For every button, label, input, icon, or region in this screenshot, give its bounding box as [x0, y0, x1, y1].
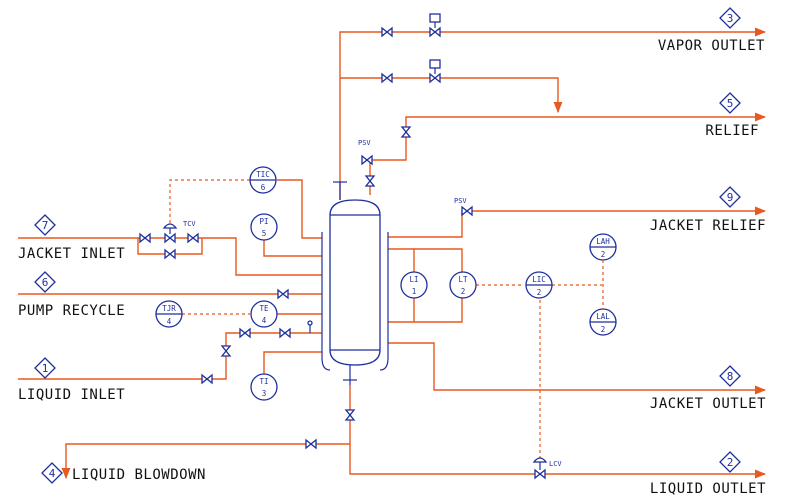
instrument-pi[interactable]: PI 5 [250, 213, 278, 241]
svg-text:1: 1 [412, 287, 417, 296]
valve-branch-2[interactable] [429, 72, 441, 84]
valve-jacket-inlet-2[interactable] [187, 232, 199, 244]
stream-tag-relief: 5 [719, 92, 741, 114]
valve-relief[interactable] [400, 126, 412, 138]
svg-text:6: 6 [42, 276, 49, 289]
label-jacket-inlet: JACKET INLET [18, 246, 125, 262]
psv-top-label: PSV [358, 139, 371, 147]
valve-liquid-inlet-3[interactable] [279, 327, 291, 339]
instrument-lah[interactable]: LAH 2 [589, 233, 617, 261]
stream-tag-jacket-inlet: 7 [34, 214, 56, 236]
valve-liquid-inlet-2[interactable] [239, 327, 251, 339]
svg-text:2: 2 [727, 456, 734, 469]
label-jacket-relief: JACKET RELIEF [650, 218, 766, 234]
svg-text:6: 6 [261, 183, 266, 192]
pi-connection [263, 240, 322, 257]
valve-bypass[interactable] [164, 248, 176, 260]
psv-jacket-label: PSV [454, 197, 467, 205]
stream-tag-jacket-outlet: 8 [719, 365, 741, 387]
svg-text:2: 2 [537, 288, 542, 297]
jacket-relief-pipe [388, 206, 767, 238]
ti-connection [263, 351, 322, 374]
instrument-lic[interactable]: LIC 2 [525, 271, 553, 299]
jacket-inlet-pipe [18, 237, 322, 276]
svg-text:LAL: LAL [596, 312, 610, 321]
valve-vapor-1[interactable] [381, 26, 393, 38]
svg-text:PI: PI [259, 217, 268, 226]
svg-text:4: 4 [49, 467, 56, 480]
instrument-lt[interactable]: LT 2 [449, 271, 477, 299]
label-vapor-outlet: VAPOR OUTLET [658, 38, 765, 54]
label-liquid-outlet: LIQUID OUTLET [650, 481, 766, 497]
svg-text:4: 4 [262, 316, 267, 325]
stream-tag-vapor-outlet: 3 [719, 7, 741, 29]
stream-tag-liquid-outlet: 2 [719, 451, 741, 473]
svg-text:9: 9 [727, 191, 734, 204]
valve-tcv[interactable] [164, 232, 176, 244]
svg-text:2: 2 [461, 287, 466, 296]
valve-blowdown[interactable] [305, 438, 317, 450]
svg-text:2: 2 [601, 250, 606, 259]
svg-text:4: 4 [167, 317, 172, 326]
svg-text:8: 8 [727, 370, 734, 383]
reactor-vessel [321, 181, 389, 385]
tcv-label: TCV [183, 220, 196, 228]
svg-text:TE: TE [259, 304, 269, 313]
instrument-li[interactable]: LI 1 [400, 271, 428, 299]
svg-text:TJR: TJR [162, 304, 176, 313]
svg-text:3: 3 [727, 12, 734, 25]
valve-vessel-top[interactable] [364, 175, 376, 187]
valve-vapor-2[interactable] [429, 26, 441, 38]
label-jacket-outlet: JACKET OUTLET [650, 396, 766, 412]
vapor-branch-pipe [340, 77, 563, 114]
svg-text:LT: LT [458, 275, 468, 284]
valve-psv-top[interactable] [361, 154, 373, 166]
svg-text:5: 5 [727, 97, 734, 110]
vapor-outlet-pipe [339, 27, 767, 200]
instrument-lal[interactable]: LAL 2 [589, 308, 617, 336]
label-liquid-blowdown: LIQUID BLOWDOWN [72, 467, 206, 483]
label-pump-recycle: PUMP RECYCLE [18, 303, 125, 319]
svg-text:2: 2 [601, 325, 606, 334]
svg-text:TIC: TIC [256, 170, 270, 179]
svg-text:1: 1 [42, 362, 49, 375]
stream-tag-liquid-inlet: 1 [34, 357, 56, 379]
svg-text:3: 3 [262, 389, 267, 398]
valve-branch-1[interactable] [381, 72, 393, 84]
svg-text:7: 7 [42, 219, 49, 232]
lcv-label: LCV [549, 460, 562, 468]
svg-text:5: 5 [262, 229, 267, 238]
label-liquid-inlet: LIQUID INLET [18, 387, 125, 403]
stream-tag-jacket-relief: 9 [719, 186, 741, 208]
tic-signal [169, 179, 250, 228]
valve-lcv[interactable] [534, 468, 546, 480]
stream-tag-pump-recycle: 6 [34, 271, 56, 293]
label-relief: RELIEF [705, 123, 759, 139]
jacket-outlet-pipe [388, 342, 767, 395]
valve-liquid-inlet-vert[interactable] [220, 345, 232, 357]
valve-pump-recycle[interactable] [277, 288, 289, 300]
relief-pipe [369, 112, 767, 195]
tic-connection [277, 179, 322, 239]
svg-text:TI: TI [259, 377, 268, 386]
svg-text:LAH: LAH [596, 237, 610, 246]
valve-psv-jacket[interactable] [461, 205, 473, 217]
valve-actuators [162, 13, 548, 470]
svg-text:LI: LI [409, 275, 418, 284]
liquid-blowdown-pipe [61, 443, 350, 480]
valve-liquid-inlet[interactable] [201, 373, 213, 385]
svg-text:LIC: LIC [532, 275, 546, 284]
stream-tag-liquid-blowdown: 4 [41, 462, 63, 484]
valve-outlet-vert[interactable] [344, 409, 356, 421]
instrument-tjr[interactable]: TJR 4 [155, 300, 183, 328]
valve-jacket-inlet-1[interactable] [139, 232, 151, 244]
liquid-inlet-pipe [18, 332, 322, 380]
instrument-ti[interactable]: TI 3 [250, 373, 278, 401]
instrument-tic[interactable]: TIC 6 [249, 166, 277, 194]
instrument-te[interactable]: TE 4 [250, 300, 278, 328]
